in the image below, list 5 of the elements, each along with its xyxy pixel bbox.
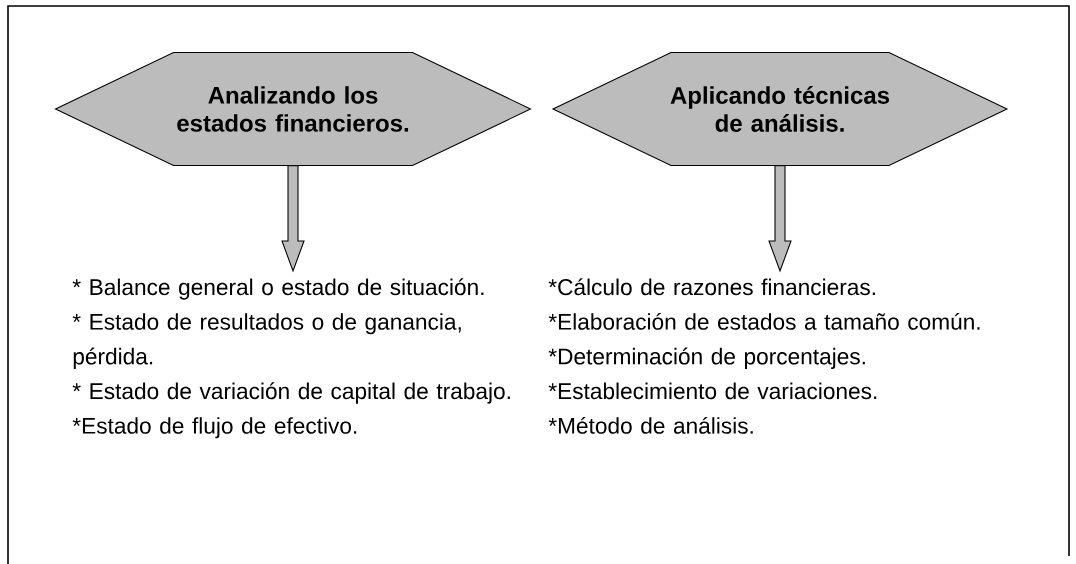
hexagon: Analizando los estados financieros. (54, 51, 532, 167)
block-arrow (281, 165, 305, 273)
bullet-list: *Cálculo de razones financieras. *Elaboración de estados a tamaño común. *Determinación de porcentajes. *Establecimiento de variaciones. *Método de análisis. (548, 278, 980, 434)
bullet-list: * Balance general o estado de situación. * Estado de resultados o de ganancia, pérdida. * Estado de variación de capital de trabajo. *Estado de flujo de efectivo. (72, 278, 510, 439)
block-arrow (768, 165, 792, 273)
